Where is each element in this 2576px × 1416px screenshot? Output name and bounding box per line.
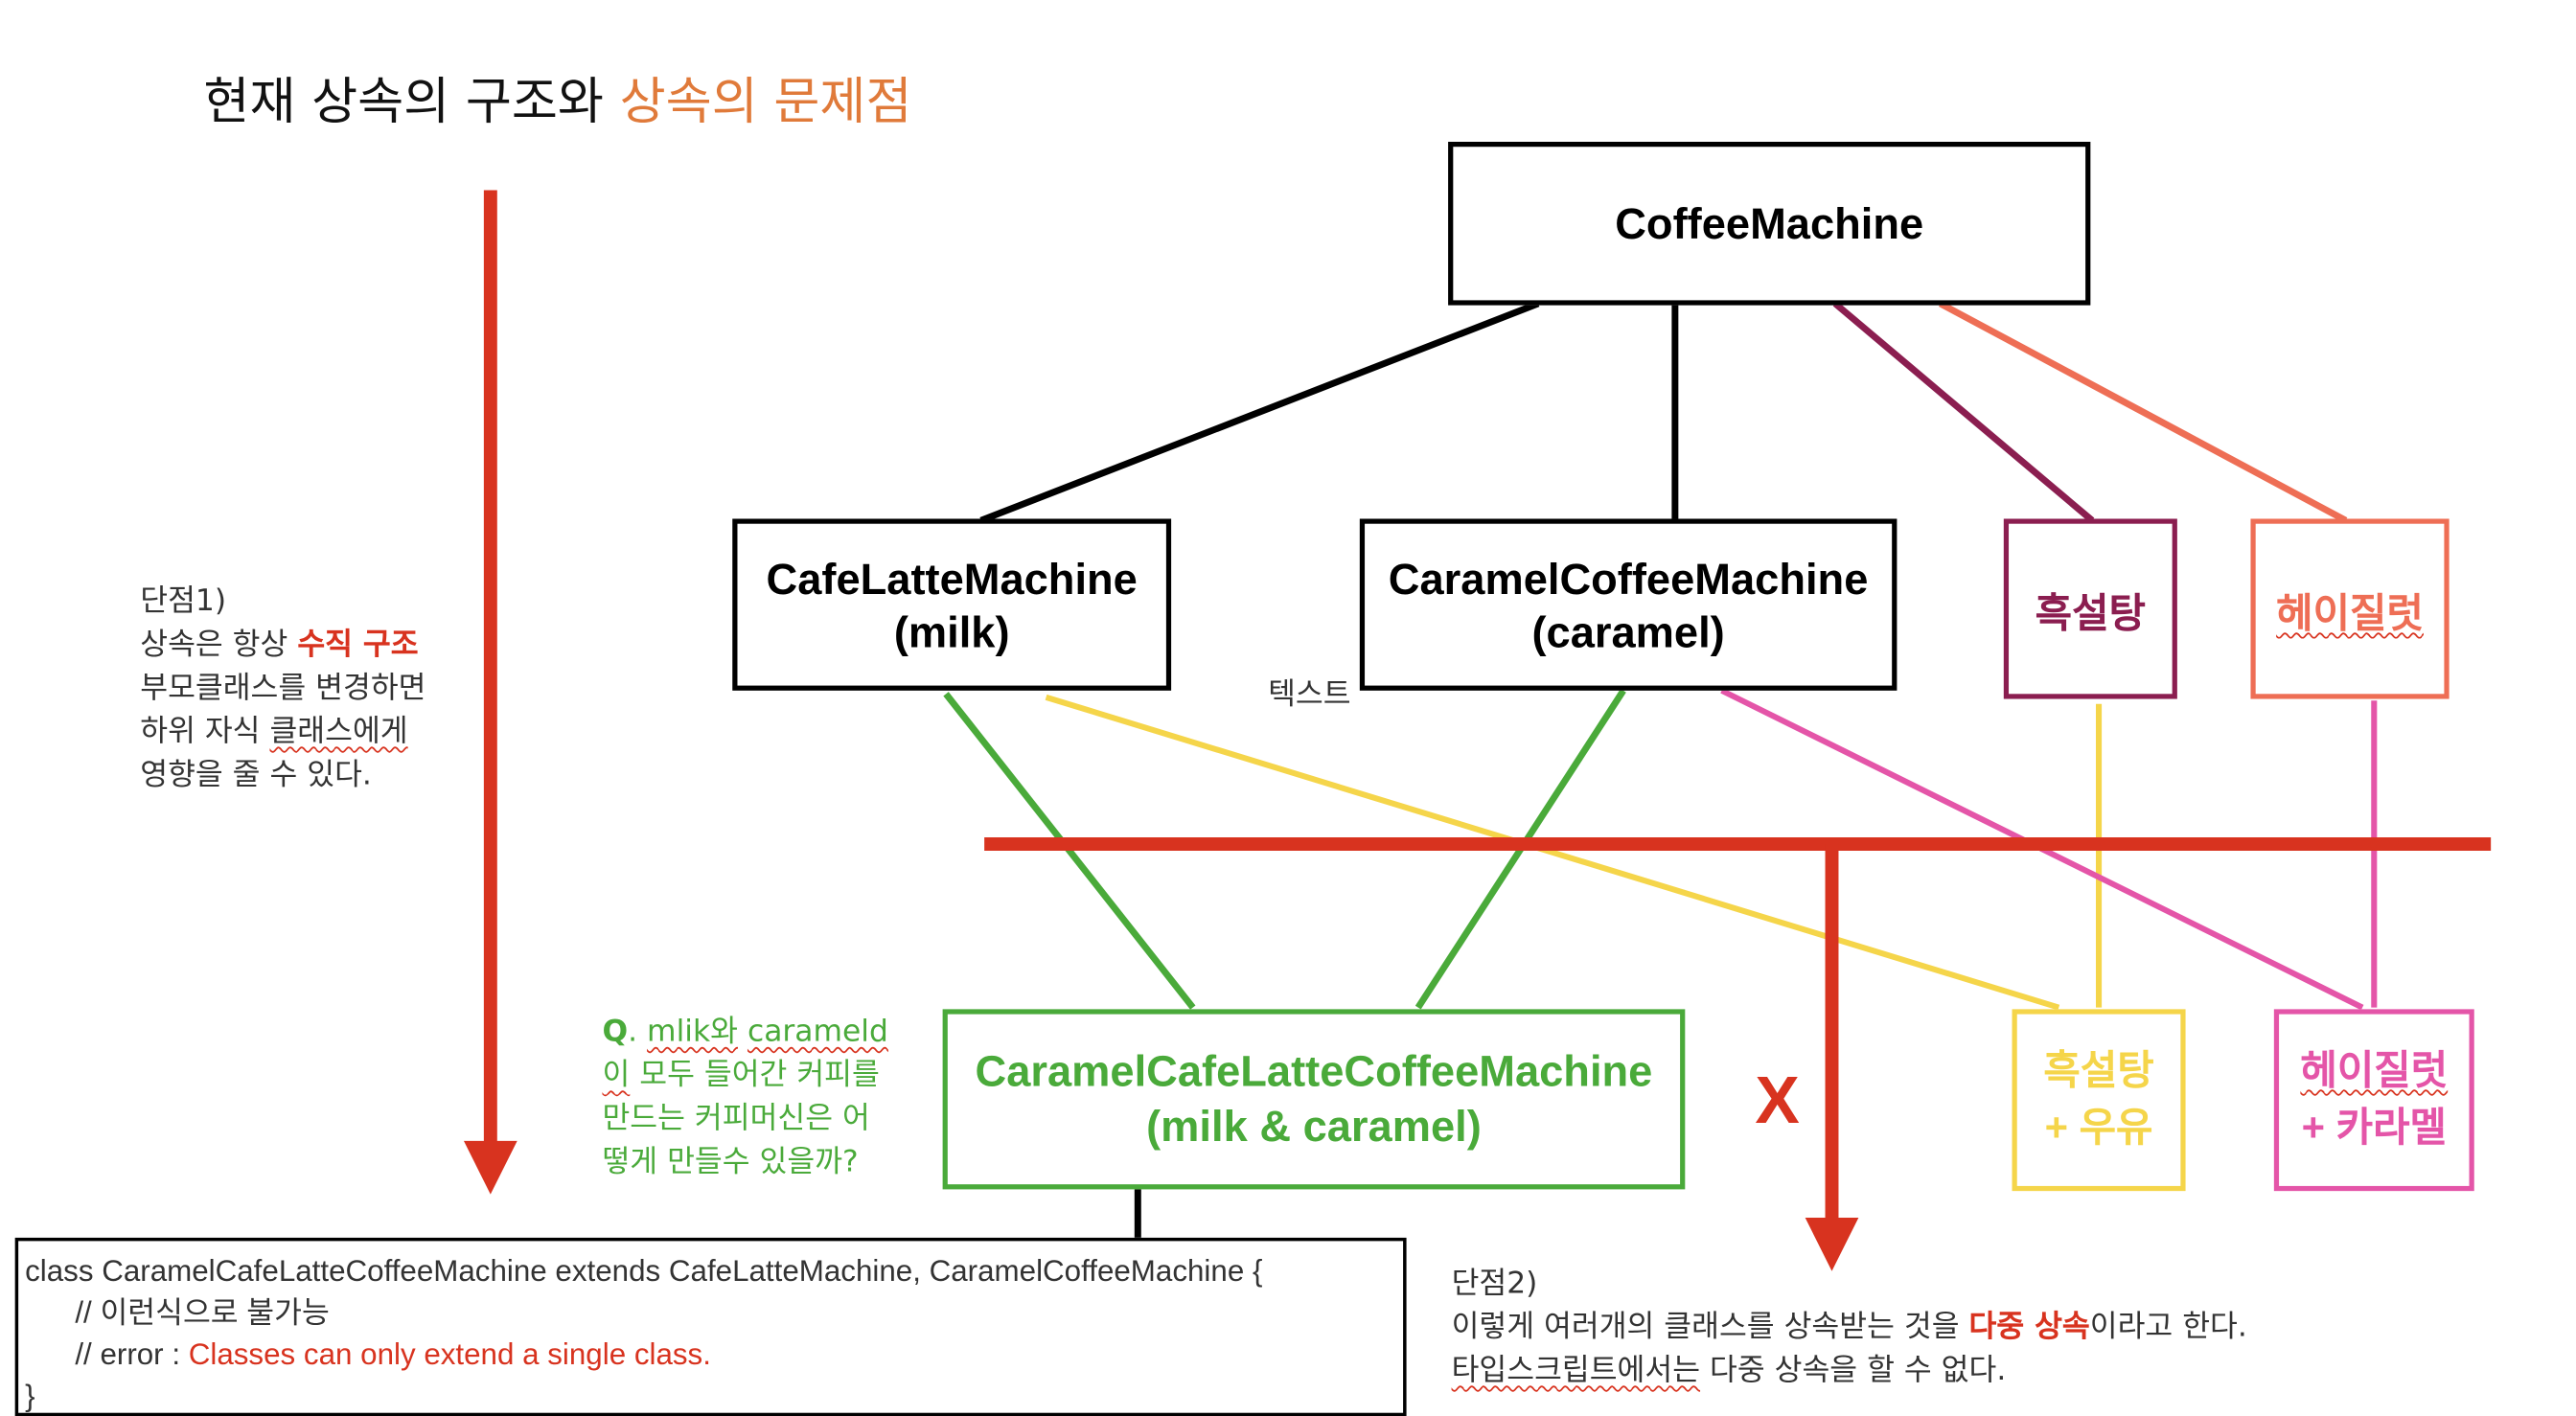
question-space <box>738 1015 748 1050</box>
x-mark: X <box>1755 1063 1800 1138</box>
vertical-arrow-head <box>463 1140 518 1195</box>
code-line-2: // 이런식으로 불가능 <box>75 1295 330 1330</box>
line-cafelatte-to-brownsugarmilk <box>1045 694 2060 1011</box>
question-line2-rest: 모두 들어간 커피를 <box>630 1057 880 1093</box>
note2-line3: 타입스크립트에서는 다중 상속을 할 수 없다. <box>1452 1350 2247 1393</box>
note1-line4-text: 하위 자식 <box>140 714 270 749</box>
note1-line2: 상속은 항상 수직 구조 <box>140 624 426 667</box>
box-caramel-coffee-machine: CaramelCoffeeMachine (caramel) <box>1359 518 1898 691</box>
caramel-sub: (caramel) <box>1531 605 1725 657</box>
brown-sugar-milk-1: 흑설탕 <box>2043 1048 2154 1094</box>
title-main: 현재 상속의 구조와 <box>203 73 620 132</box>
line-cafelatte-to-combo <box>943 692 1196 1010</box>
note2-typescript-word: 타입스크립트에서는 <box>1451 1353 1701 1388</box>
note2-heading: 단점2) <box>1451 1266 1538 1302</box>
brown-sugar-label: 흑설탕 <box>2035 591 2147 637</box>
box-hazelnut-caramel: 헤이질럿 + 카라멜 <box>2273 1009 2474 1192</box>
question-particle: 이 <box>602 1057 631 1093</box>
cafe-latte-sub: (milk) <box>893 605 1010 657</box>
note1-class-word: 클래스에게 <box>269 714 408 749</box>
box-brown-sugar-milk: 흑설탕 + 우유 <box>2012 1009 2186 1192</box>
box-coffee-machine-label: CoffeeMachine <box>1615 197 1924 248</box>
line-coffee-to-brownsugar <box>1832 301 2095 523</box>
line-coffee-to-hazelnut <box>1939 300 2348 524</box>
code-line-1: class CaramelCafeLatteCoffeeMachine exte… <box>25 1254 1263 1289</box>
note1-line5: 영향을 줄 수 있다. <box>140 757 372 793</box>
box-caramel-cafe-latte-machine: CaramelCafeLatteCoffeeMachine (milk & ca… <box>942 1009 1686 1190</box>
question-dot: . <box>628 1014 648 1050</box>
question-line1: Q. mlik와 carameld <box>602 1011 887 1054</box>
note2-multiple-inheritance: 다중 상속 <box>1968 1309 2090 1345</box>
box-coffee-machine: CoffeeMachine <box>1448 141 2091 306</box>
question-line3: 만드는 커피머신은 어 <box>602 1101 870 1136</box>
line-coffee-to-cafelatte <box>979 300 1540 524</box>
code-line-4: } <box>25 1379 35 1413</box>
question-milk: mlik와 <box>647 1014 738 1050</box>
caramel-name: CaramelCoffeeMachine <box>1388 553 1869 604</box>
code-line-3-comment: // error : <box>75 1337 189 1372</box>
note-disadvantage-2: 단점2) 이렇게 여러개의 클래스를 상속받는 것을 다중 상속이라고 한다. … <box>1452 1263 2247 1393</box>
box-cafe-latte-machine: CafeLatteMachine (milk) <box>732 518 1172 691</box>
note2-line2-tail: 이라고 한다. <box>2089 1309 2247 1345</box>
box-brown-sugar: 흑설탕 <box>2003 518 2177 699</box>
question-line2: 이 모두 들어간 커피를 <box>602 1054 887 1097</box>
note1-line2-text: 상속은 항상 <box>140 627 298 663</box>
box-hazelnut: 헤이질럿 <box>2250 518 2450 699</box>
cafe-latte-name: CafeLatteMachine <box>766 553 1138 604</box>
hazelnut-label: 헤이질럿 <box>2276 591 2424 637</box>
down-arrow-head <box>1805 1218 1859 1271</box>
note1-line3: 부모클래스를 변경하면 <box>140 670 426 706</box>
hazelnut-caramel-1: 헤이질럿 <box>2300 1048 2449 1094</box>
code-error-message: Classes can only extend a single class. <box>188 1337 711 1372</box>
question-note: Q. mlik와 carameld 이 모두 들어간 커피를 만드는 커피머신은… <box>602 1011 887 1184</box>
combo-name: CaramelCafeLatteCoffeeMachine <box>975 1045 1653 1096</box>
page-title: 현재 상속의 구조와 상속의 문제점 <box>203 60 911 134</box>
note2-line3-text: 다중 상속을 할 수 없다. <box>1700 1353 2007 1388</box>
brown-sugar-milk-2: + 우유 <box>2044 1105 2153 1151</box>
code-line-3: // error : Classes can only extend a sin… <box>25 1335 1396 1377</box>
note1-vertical-structure: 수직 구조 <box>297 627 419 663</box>
question-q: Q <box>602 1014 629 1050</box>
note1-line4: 하위 자식 클래스에게 <box>140 711 426 754</box>
combo-sub: (milk & caramel) <box>1146 1101 1482 1152</box>
title-highlight: 상속의 문제점 <box>619 73 912 132</box>
note-disadvantage-1: 단점1) 상속은 항상 수직 구조 부모클래스를 변경하면 하위 자식 클래스에… <box>140 581 426 797</box>
note2-line2: 이렇게 여러개의 클래스를 상속받는 것을 다중 상속이라고 한다. <box>1452 1306 2247 1349</box>
note1-heading: 단점1) <box>140 583 227 619</box>
hazelnut-caramel-2: + 카라멜 <box>2301 1105 2447 1151</box>
floating-text-label: 텍스트 <box>1268 676 1351 713</box>
code-block: class CaramelCafeLatteCoffeeMachine exte… <box>14 1237 1407 1416</box>
note2-line2-text: 이렇게 여러개의 클래스를 상속받는 것을 <box>1451 1309 1969 1345</box>
question-caramel: carameld <box>747 1014 888 1050</box>
question-line4: 떻게 만들수 있을까? <box>602 1144 859 1179</box>
